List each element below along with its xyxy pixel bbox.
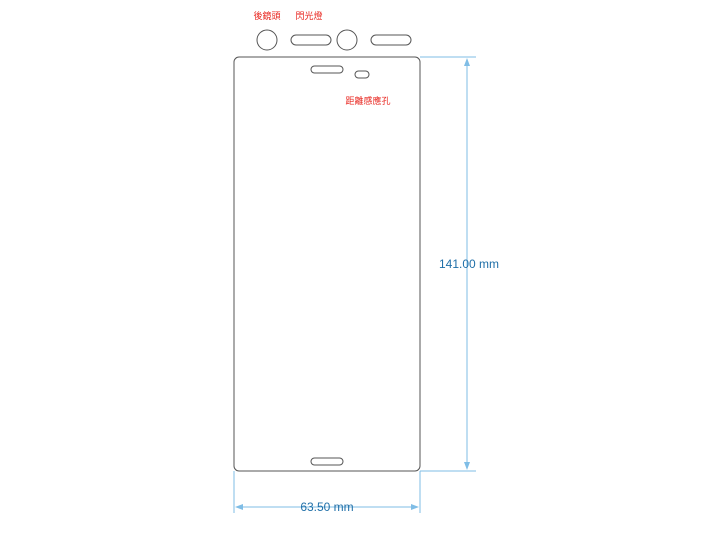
width-arrow-right — [411, 504, 419, 510]
flash-cutout-right — [370, 34, 412, 46]
home-button-slot — [310, 457, 344, 466]
proximity-sensor-hole — [354, 70, 370, 79]
rear-camera-cutout-left — [256, 29, 278, 51]
flash-label: 閃光燈 — [295, 10, 322, 22]
width-dimension-label: 63.50 mm — [300, 500, 353, 514]
rear-camera-label: 後鏡頭 — [253, 10, 280, 22]
height-arrow-bottom — [464, 462, 470, 470]
earpiece-slot — [310, 65, 344, 74]
width-arrow-left — [235, 504, 243, 510]
height-dimension-label: 141.00 mm — [439, 257, 499, 271]
phone-outline — [233, 56, 421, 472]
flash-cutout-left — [290, 34, 332, 46]
height-dimension — [420, 56, 476, 472]
height-arrow-top — [464, 58, 470, 66]
width-dimension — [233, 471, 421, 513]
rear-camera-cutout-right — [336, 29, 358, 51]
proximity-sensor-label: 距離感應孔 — [345, 95, 390, 107]
